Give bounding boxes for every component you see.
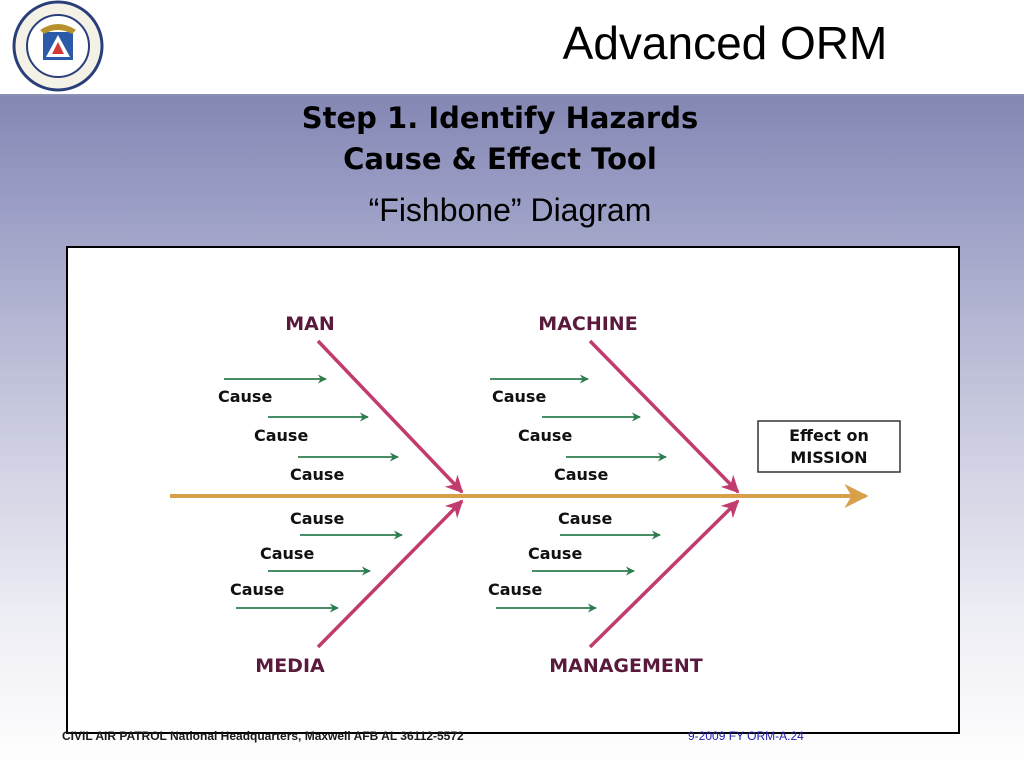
machine-bone (588, 339, 740, 494)
footer-slide-id: 9-2009 FY ORM-A.24 (688, 729, 804, 743)
effect-label-line1: Effect on (789, 426, 869, 445)
step-title-line2: Cause & Effect Tool (343, 142, 657, 176)
cause-label-11: Cause (528, 544, 582, 563)
cause-label-10: Cause (558, 509, 612, 528)
category-label-machine: MACHINE (538, 313, 637, 335)
cause-label-5: Cause (518, 426, 572, 445)
effect-label-line2: MISSION (790, 448, 867, 467)
category-label-media: MEDIA (255, 655, 325, 677)
step-title: Step 1. Identify Hazards Cause & Effect … (200, 98, 800, 180)
effect-box (757, 420, 901, 473)
header-bar: Advanced ORM (0, 0, 1024, 96)
cause-label-9: Cause (230, 580, 284, 599)
cause-label-7: Cause (290, 509, 344, 528)
cause-label-4: Cause (492, 387, 546, 406)
civil-air-patrol-seal-logo (12, 0, 104, 92)
slide-title: Advanced ORM (562, 17, 888, 69)
diagram-subtitle: “Fishbone” Diagram (368, 192, 652, 228)
category-label-man: MAN (285, 313, 335, 335)
cause-label-6: Cause (554, 465, 608, 484)
footer-organization: CIVIL AIR PATROL National Headquarters, … (62, 729, 464, 743)
cause-label-8: Cause (260, 544, 314, 563)
category-label-management: MANAGEMENT (549, 655, 703, 677)
step-title-line1: Step 1. Identify Hazards (301, 101, 699, 135)
cause-label-1: Cause (218, 387, 272, 406)
cause-label-12: Cause (488, 580, 542, 599)
cause-label-2: Cause (254, 426, 308, 445)
media-bone (316, 499, 464, 649)
man-bone (316, 339, 464, 494)
cause-label-3: Cause (290, 465, 344, 484)
management-bone (588, 499, 740, 649)
